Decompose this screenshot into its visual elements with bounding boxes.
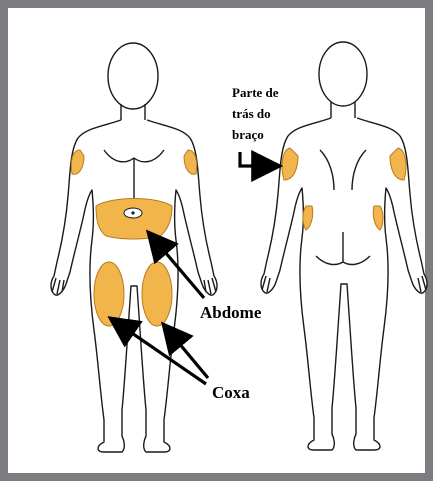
arrow-back-of-arm: [240, 152, 280, 166]
back-body-figure: [261, 42, 427, 450]
label-back-of-arm-line-1: Parte de: [232, 82, 279, 103]
zone-thigh-right: [142, 262, 172, 326]
label-thigh: Coxa: [212, 383, 250, 403]
label-back-of-arm-line-2: trás do: [232, 103, 279, 124]
navel-dot: [131, 211, 134, 214]
back-head: [319, 42, 367, 106]
zone-thigh-left: [94, 262, 124, 326]
label-back-of-arm: Parte de trás do braço: [232, 82, 279, 145]
zone-abdomen: [96, 199, 172, 240]
label-abdomen: Abdome: [200, 303, 261, 323]
label-back-of-arm-line-3: braço: [232, 124, 279, 145]
front-head: [108, 43, 158, 109]
front-body-figure: [51, 43, 217, 452]
